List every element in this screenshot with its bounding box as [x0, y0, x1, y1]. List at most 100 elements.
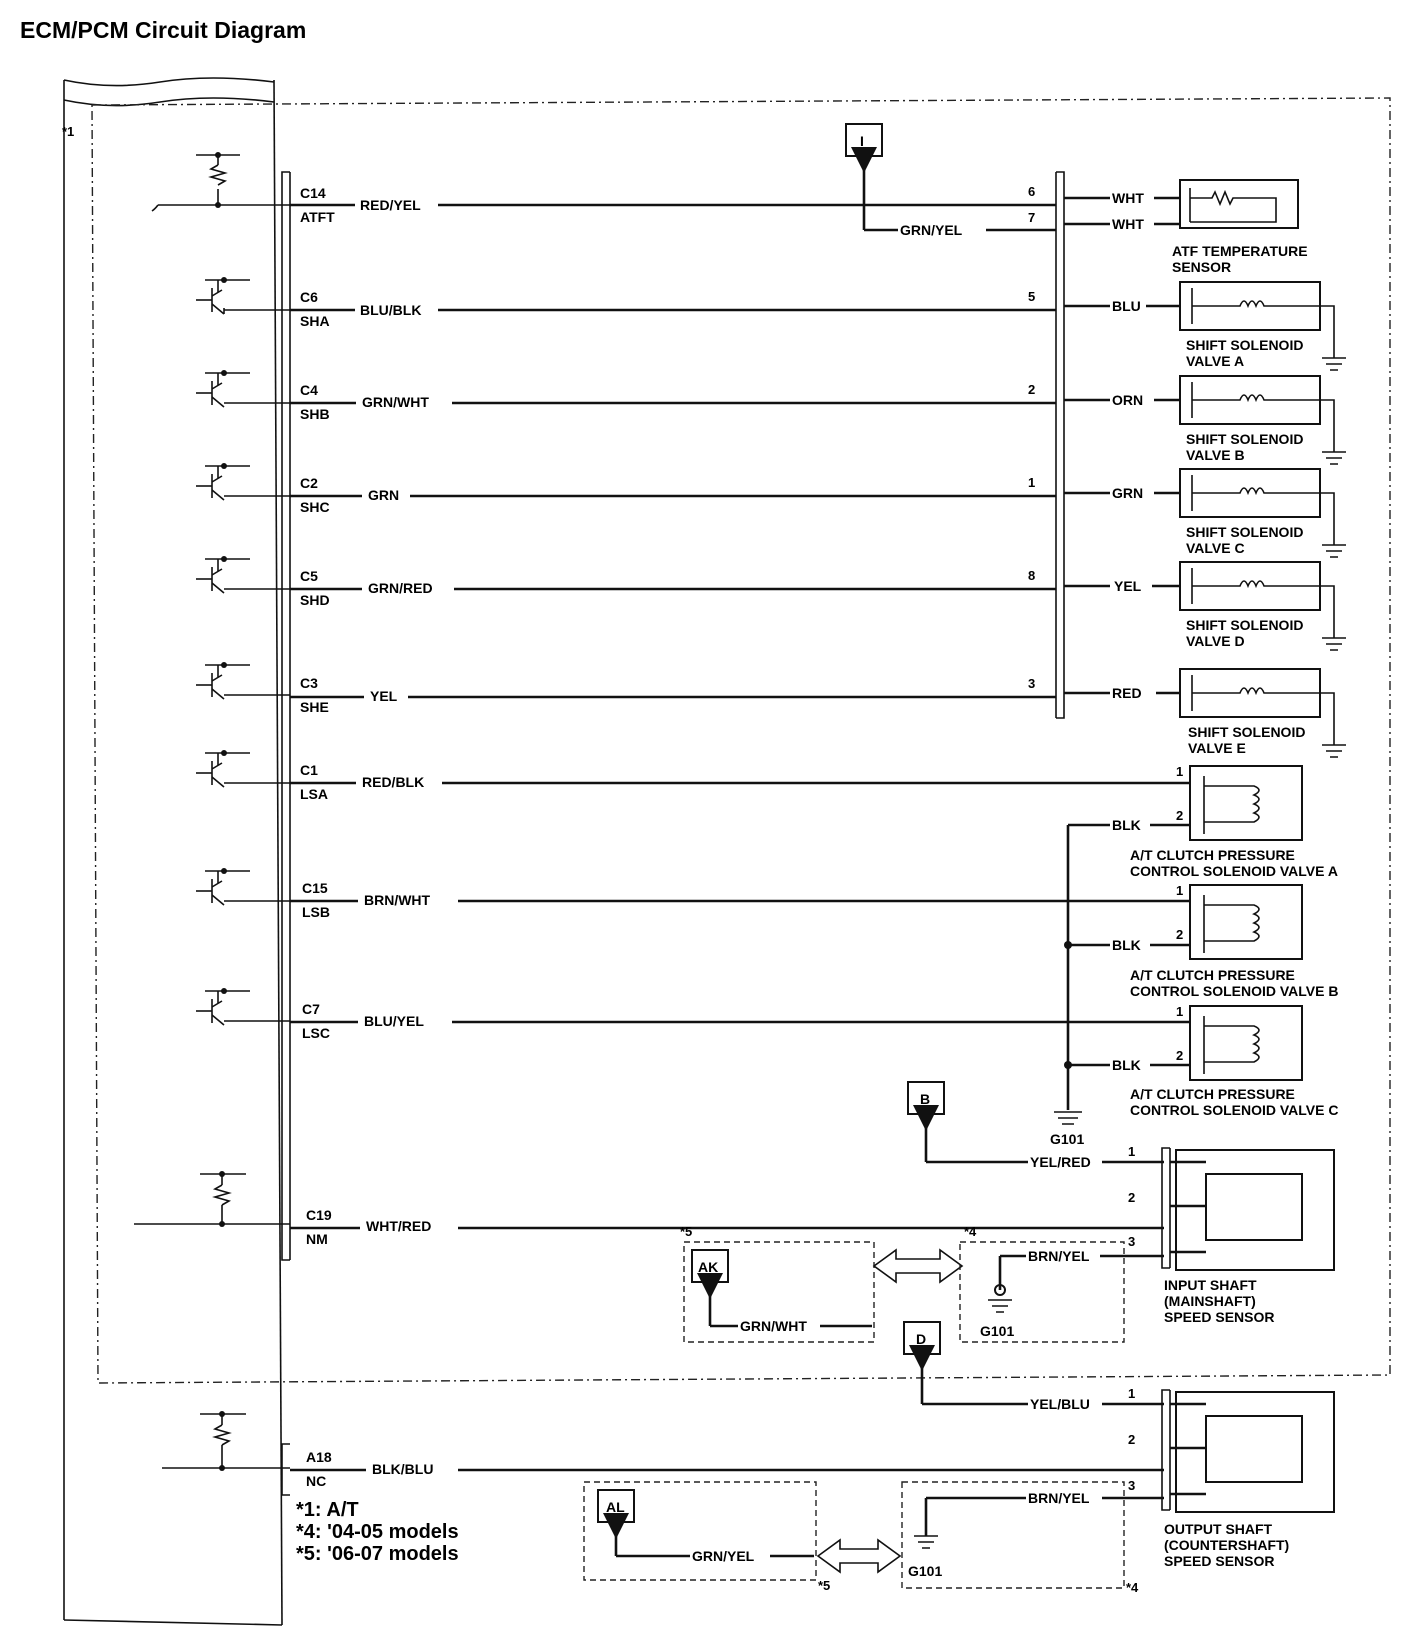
connector-ak-label: AK [698, 1259, 718, 1275]
connector-i: I GRN/YEL [845, 123, 1056, 238]
atf-temperature-sensor: WHT WHT ATF TEMPERATURE SENSOR [1064, 179, 1308, 275]
alt-circuit-g101-input: *4 BRN/YEL G101 [959, 1224, 1164, 1343]
wire-color: GRN/RED [368, 580, 433, 596]
sensor-caption: SPEED SENSOR [1164, 1553, 1274, 1569]
pin-label: C2 [300, 475, 318, 491]
connector-d: D YEL/BLU [903, 1321, 1164, 1412]
transistor-icon-c3 [196, 662, 290, 700]
solenoid-caption: CONTROL SOLENOID VALVE A [1130, 863, 1338, 879]
solenoid-caption: A/T CLUTCH PRESSURE [1130, 967, 1295, 983]
footnote: *5: '06-07 models [296, 1543, 459, 1565]
pin-number: 3 [1128, 1234, 1135, 1249]
wire-color: BRN/WHT [364, 892, 431, 908]
sensor-caption: ATF TEMPERATURE [1172, 243, 1308, 259]
signal-label: ATFT [300, 209, 335, 225]
solenoid-caption: CONTROL SOLENOID VALVE C [1130, 1102, 1338, 1118]
wire-color: YEL [370, 688, 398, 704]
shift-solenoid-b: ORN SHIFT SOLENOID VALVE B [1064, 375, 1346, 465]
sensor-caption: OUTPUT SHAFT [1164, 1521, 1273, 1537]
double-arrow-icon [816, 1538, 902, 1574]
sensor-caption: INPUT SHAFT [1164, 1277, 1257, 1293]
thermistor-icon-c14 [151, 152, 290, 212]
pin-label: C1 [300, 762, 318, 778]
pin-number: 2 [1176, 1048, 1183, 1063]
sensor-caption: SPEED SENSOR [1164, 1309, 1274, 1325]
solenoid-caption: SHIFT SOLENOID [1186, 617, 1303, 633]
connector-d-label: D [916, 1331, 926, 1347]
wire-color: GRN/WHT [740, 1318, 807, 1334]
solenoid-caption: VALVE D [1186, 633, 1245, 649]
solenoid-caption: VALVE C [1186, 540, 1245, 556]
pin-label: C4 [300, 382, 318, 398]
pin-number: 1 [1128, 1386, 1135, 1401]
output-shaft-speed-sensor: 1 2 3 OUTPUT SHAFT (COUNTERSHAFT) SPEED … [1128, 1386, 1335, 1569]
double-arrow-icon [872, 1248, 964, 1284]
connector-al-label: AL [606, 1499, 625, 1515]
signal-label: SHA [300, 313, 330, 329]
wire-color: YEL [1114, 578, 1142, 594]
wire-color: YEL/BLU [1030, 1396, 1090, 1412]
solenoid-caption: VALVE E [1188, 740, 1246, 756]
transistor-icon-c2 [196, 463, 290, 501]
wire-color: BLU/YEL [364, 1013, 424, 1029]
wire-color: RED [1112, 685, 1142, 701]
pin-number: 2 [1128, 1432, 1135, 1447]
wire-color: GRN [1112, 485, 1143, 501]
ground-label: G101 [908, 1563, 942, 1579]
footnote: *4: '04-05 models [296, 1521, 459, 1543]
ground-label: G101 [1050, 1131, 1084, 1147]
transistor-icon-c1 [196, 750, 290, 788]
solenoid-caption: A/T CLUTCH PRESSURE [1130, 1086, 1295, 1102]
note-star4: *4 [964, 1224, 977, 1239]
pin-number: 2 [1176, 808, 1183, 823]
signal-label: NM [306, 1231, 328, 1247]
signal-label: NC [306, 1473, 326, 1489]
connector-i-label: I [860, 133, 864, 149]
pin-number: 1 [1176, 764, 1183, 779]
pin-number: 5 [1028, 289, 1035, 304]
wire-color: GRN [368, 487, 399, 503]
ground-label: G101 [980, 1323, 1014, 1339]
pin-label: C19 [306, 1207, 332, 1223]
transistor-icon-c7 [196, 988, 290, 1026]
diagram-title: ECM/PCM Circuit Diagram [20, 17, 306, 43]
solenoid-caption: CONTROL SOLENOID VALVE B [1130, 983, 1338, 999]
solenoid-caption: VALVE B [1186, 447, 1245, 463]
pin-number: 2 [1028, 382, 1035, 397]
pcm-pin-labels: C14 ATFT RED/YEL C6 SHA BLU/BLK C4 SHB G… [300, 185, 433, 1489]
pin-label: C7 [302, 1001, 320, 1017]
transistor-icon-c4 [196, 370, 290, 408]
wire-color: YEL/RED [1030, 1154, 1091, 1170]
pin-number: 3 [1028, 676, 1035, 691]
wire-color: BLK/BLU [372, 1461, 433, 1477]
input-shaft-speed-sensor: 1 2 3 INPUT SHAFT (MAINSHAFT) SPEED SENS… [1128, 1144, 1335, 1325]
pin-number: 7 [1028, 210, 1035, 225]
pin-number: 1 [1028, 475, 1035, 490]
note-star5: *5 [680, 1224, 692, 1239]
note-star5: *5 [818, 1578, 830, 1593]
pin-number: 1 [1176, 1004, 1183, 1019]
shift-solenoid-d: YEL SHIFT SOLENOID VALVE D [1064, 561, 1346, 651]
solenoid-caption: VALVE A [1186, 353, 1244, 369]
wire-color: BLK [1112, 937, 1141, 953]
wire-color: ORN [1112, 392, 1143, 408]
signal-label: LSC [302, 1025, 330, 1041]
pin-label: C14 [300, 185, 326, 201]
alt-circuit-g101-output: BRN/YEL G101 *4 [901, 1481, 1164, 1595]
sensor-caption: SENSOR [1172, 259, 1231, 275]
footnotes: *1: A/T *4: '04-05 models *5: '06-07 mod… [296, 1499, 459, 1565]
signal-label: LSB [302, 904, 330, 920]
signal-label: LSA [300, 786, 328, 802]
connector-b: B YEL/RED [907, 1081, 1164, 1170]
note-star4: *4 [1126, 1580, 1139, 1595]
resistor-icon-c19 [134, 1171, 290, 1227]
shift-solenoid-a: BLU SHIFT SOLENOID VALVE A [1064, 281, 1346, 371]
pin-number: 2 [1128, 1190, 1135, 1205]
wire-color: GRN/YEL [692, 1548, 755, 1564]
connector-b-label: B [920, 1091, 930, 1107]
signal-label: SHB [300, 406, 330, 422]
pin-label: C3 [300, 675, 318, 691]
wire-color: BRN/YEL [1028, 1248, 1090, 1264]
wire-color: GRN/YEL [900, 222, 963, 238]
transistor-icon-c5 [196, 556, 290, 594]
